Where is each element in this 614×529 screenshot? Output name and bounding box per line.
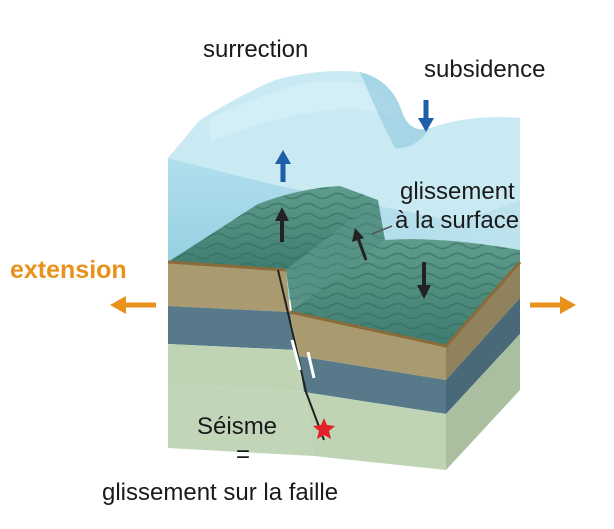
equals-label: = [236,443,250,467]
subsidence-label: subsidence [424,58,545,82]
left-blue-layer [168,306,296,350]
extension-label: extension [10,258,127,283]
earthquake-label: Séisme [197,415,277,439]
left-pale-layer [168,344,304,392]
down-arrow-icon [418,100,434,132]
right-arrow-icon [530,296,576,314]
left-arrow-icon [110,296,156,314]
fault-slip-label: glissement sur la faille [102,481,338,505]
surrection-label: surrection [203,38,308,62]
surface-slip-label-line2: à la surface [395,209,519,233]
surface-slip-label-line1: glissement [400,180,515,204]
